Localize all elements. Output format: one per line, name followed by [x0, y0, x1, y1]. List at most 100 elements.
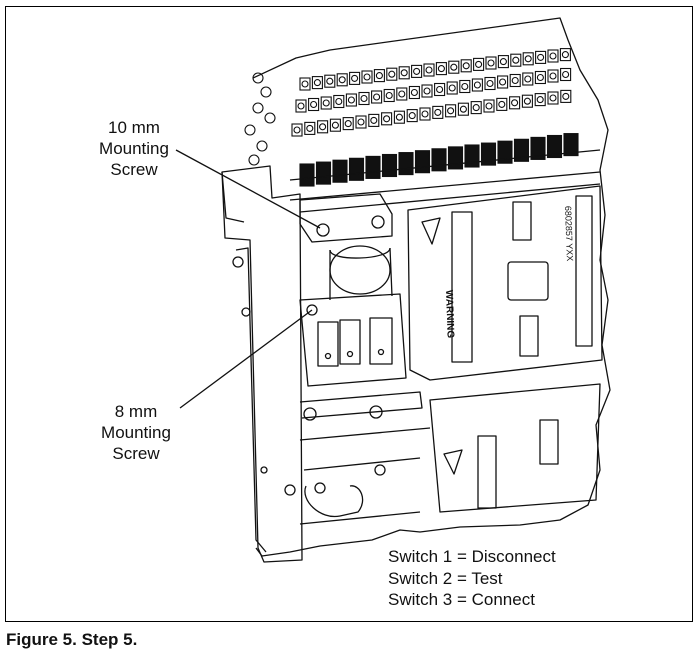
- terminal-cell: [311, 76, 323, 90]
- terminal-screw: [549, 72, 557, 80]
- terminal-screw: [450, 63, 458, 71]
- terminal-cell: [446, 81, 458, 95]
- terminal-cell: [386, 67, 398, 81]
- terminal-cell: [358, 91, 370, 106]
- terminal-screw: [437, 65, 445, 73]
- mounting-bracket: [221, 165, 303, 563]
- terminal-cell: [393, 110, 405, 124]
- terminal-cell: [560, 89, 572, 103]
- terminal-screw: [536, 96, 544, 104]
- figure-caption: Figure 5. Step 5.: [6, 630, 138, 649]
- terminal-cell: [291, 123, 303, 137]
- terminal-cell: [448, 60, 460, 74]
- terminal-cell: [421, 84, 433, 98]
- part-number-label: 6802857 YXX: [563, 206, 575, 262]
- terminal-cell: [361, 70, 373, 84]
- terminal-screw: [486, 79, 494, 88]
- terminal-cell: [530, 136, 546, 160]
- terminal-cell: [373, 69, 385, 83]
- terminal-screw: [511, 76, 519, 85]
- terminal-cell: [432, 105, 444, 119]
- terminal-screw: [322, 99, 330, 107]
- terminal-cell: [365, 155, 381, 179]
- terminal-screw: [475, 60, 483, 68]
- terminal-cell: [408, 85, 420, 100]
- terminal-cell: [509, 96, 521, 110]
- terminal-cell: [534, 70, 546, 85]
- terminal-cell: [496, 97, 508, 111]
- terminal-cell: [464, 144, 480, 168]
- terminal-cell: [547, 91, 559, 105]
- terminal-screw: [360, 94, 368, 103]
- warning-label: WARNING: [443, 290, 456, 339]
- terminal-cell: [304, 121, 316, 135]
- terminal-cell: [522, 72, 534, 86]
- terminal-screw: [331, 121, 339, 129]
- side-terminal-screw: [264, 112, 276, 124]
- terminal-screw: [473, 81, 481, 89]
- terminal-cell: [497, 55, 509, 69]
- terminal-screw: [385, 91, 393, 100]
- terminal-screw: [562, 70, 570, 79]
- terminal-cell: [336, 73, 348, 87]
- callout-10mm-line2: Mounting: [99, 139, 169, 158]
- terminal-screw: [461, 82, 469, 91]
- terminal-screw: [536, 73, 544, 82]
- callout-10mm-line1: 10 mm: [108, 118, 160, 137]
- figure-frame: [5, 6, 693, 622]
- terminal-cell: [299, 163, 315, 187]
- module-connector: [507, 261, 549, 301]
- side-terminal-screw: [252, 102, 264, 114]
- relay-module-upper: [407, 185, 603, 381]
- switch-housing: [299, 293, 407, 387]
- terminal-cell: [414, 150, 431, 174]
- terminal-cell: [470, 101, 482, 115]
- switch-2: [339, 319, 361, 365]
- terminal-cell: [315, 161, 332, 185]
- terminal-cell: [547, 69, 559, 83]
- terminal-screw: [347, 96, 355, 104]
- terminal-screw: [485, 102, 493, 110]
- terminal-screw: [313, 79, 321, 87]
- terminal-cell: [445, 104, 457, 118]
- terminal-cell: [411, 64, 423, 78]
- terminal-cell: [381, 153, 398, 178]
- terminal-cell: [381, 112, 393, 126]
- terminal-cell: [483, 99, 495, 113]
- leader-line-10mm: [175, 149, 321, 229]
- terminal-screw: [344, 120, 352, 128]
- terminal-cell: [345, 93, 357, 107]
- terminal-screw: [472, 104, 480, 112]
- terminal-cell: [349, 71, 361, 85]
- terminal-screw: [423, 87, 431, 95]
- callout-8mm-mounting-screw: 8 mm Mounting Screw: [86, 401, 186, 464]
- terminal-screw: [383, 115, 391, 123]
- side-terminal-screw: [260, 86, 272, 98]
- terminal-cell: [460, 59, 472, 73]
- callout-10mm-mounting-screw: 10 mm Mounting Screw: [76, 117, 192, 180]
- terminal-screw: [562, 92, 570, 100]
- terminal-cell: [368, 113, 380, 127]
- terminal-cell: [435, 62, 447, 76]
- terminal-screw: [421, 110, 429, 118]
- terminal-cell: [509, 73, 521, 88]
- terminal-cell: [447, 146, 464, 170]
- terminal-screw: [549, 94, 557, 102]
- terminal-cell: [333, 94, 345, 109]
- terminal-screw: [462, 62, 470, 70]
- terminal-screw: [373, 93, 381, 101]
- legend-item-switch-1: Switch 1 = Disconnect: [388, 547, 556, 566]
- switch-legend: Switch 1 = Disconnect Switch 2 = Test Sw…: [388, 546, 556, 611]
- terminal-cell: [398, 152, 414, 176]
- terminal-cell: [348, 157, 365, 181]
- terminal-screw: [395, 113, 403, 121]
- terminal-cell: [459, 79, 471, 94]
- terminal-screw: [537, 53, 545, 61]
- terminal-cell: [332, 159, 348, 183]
- terminal-screw: [511, 99, 519, 107]
- terminal-cell: [383, 88, 395, 103]
- terminal-cell: [484, 76, 496, 91]
- terminal-cell: [497, 75, 509, 89]
- terminal-cell: [324, 74, 336, 88]
